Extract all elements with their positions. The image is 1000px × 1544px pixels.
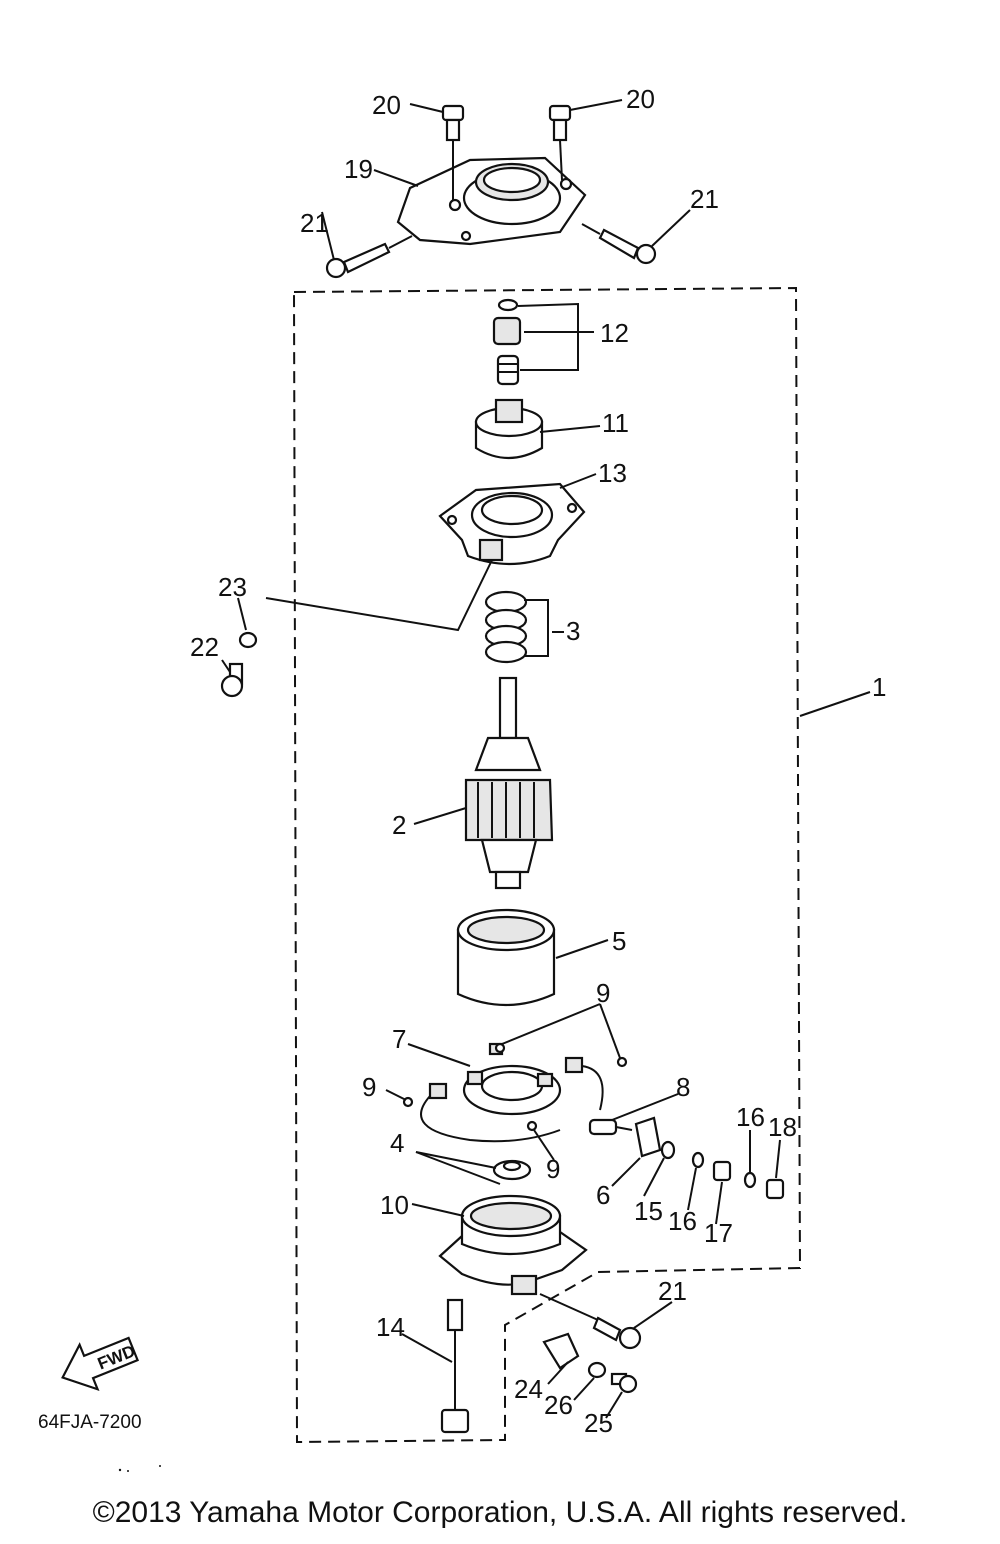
upper-bracket — [396, 156, 587, 246]
callout-20a: 20 — [372, 90, 401, 120]
bolt-25 — [610, 1372, 638, 1394]
terminal-bolt — [588, 1118, 633, 1136]
callouts: 1 2 3 4 5 6 7 8 9 9 9 10 11 12 13 14 15 … — [190, 84, 886, 1438]
callout-24: 24 — [514, 1374, 543, 1404]
callout-13: 13 — [598, 458, 627, 488]
callout-25: 25 — [584, 1408, 613, 1438]
washer-26 — [587, 1361, 607, 1379]
callout-22: 22 — [190, 632, 219, 662]
callout-2: 2 — [392, 810, 406, 840]
rear-bracket — [438, 1194, 588, 1296]
callout-16a: 16 — [736, 1102, 765, 1132]
callout-3: 3 — [566, 616, 580, 646]
bushing — [492, 1159, 532, 1181]
leader-lines — [221, 99, 871, 1419]
nut-18 — [765, 1178, 785, 1200]
callout-12: 12 — [600, 318, 629, 348]
fwd-arrow: FWD — [61, 1336, 140, 1392]
callout-4: 4 — [390, 1128, 404, 1158]
terminal-plate — [634, 1116, 662, 1158]
callout-11: 11 — [602, 408, 629, 438]
washer-16a — [691, 1151, 705, 1169]
callout-10: 10 — [380, 1190, 409, 1220]
yoke — [456, 908, 556, 1007]
bolt-21-lower — [539, 1293, 642, 1350]
bolt-20-right — [548, 104, 572, 181]
washer-23 — [238, 631, 258, 649]
bolt-20-left — [441, 104, 465, 200]
through-bolt — [440, 1298, 470, 1434]
pinion-clutch — [474, 398, 544, 459]
callout-21a: 21 — [300, 208, 329, 238]
callout-9b: 9 — [362, 1072, 376, 1102]
callout-20b: 20 — [626, 84, 655, 114]
pinion-stopper-set — [492, 298, 522, 386]
callout-6: 6 — [596, 1180, 610, 1210]
screw-22 — [220, 662, 244, 698]
armature — [464, 676, 554, 890]
callout-21b: 21 — [690, 184, 719, 214]
callout-23: 23 — [218, 572, 247, 602]
callout-16b: 16 — [668, 1206, 697, 1236]
bolt-21-upper-left — [325, 235, 413, 279]
scan-specks — [118, 1465, 161, 1472]
callout-9c: 9 — [546, 1154, 560, 1184]
bolt-21-upper-right — [581, 223, 657, 265]
callout-15: 15 — [634, 1196, 663, 1226]
copyright-notice: ©2013 Yamaha Motor Corporation, U.S.A. A… — [92, 1496, 908, 1529]
callout-9a: 9 — [596, 978, 610, 1008]
callout-21c: 21 — [658, 1276, 687, 1306]
callout-8: 8 — [676, 1072, 690, 1102]
callout-19: 19 — [344, 154, 373, 184]
callout-26: 26 — [544, 1390, 573, 1420]
drawing-code: 64FJA-7200 — [38, 1412, 142, 1433]
washer-16b — [743, 1171, 757, 1189]
callout-1: 1 — [872, 672, 886, 702]
nut-17 — [712, 1160, 732, 1182]
washer-15 — [660, 1140, 676, 1160]
callout-18: 18 — [768, 1112, 797, 1142]
callout-7: 7 — [392, 1024, 406, 1054]
bracket-24 — [542, 1332, 580, 1370]
callout-17: 17 — [704, 1218, 733, 1248]
callout-14: 14 — [376, 1312, 405, 1342]
callout-5: 5 — [612, 926, 626, 956]
front-bracket — [438, 482, 586, 566]
brush-springs — [402, 1042, 628, 1132]
washer-set — [484, 590, 549, 664]
